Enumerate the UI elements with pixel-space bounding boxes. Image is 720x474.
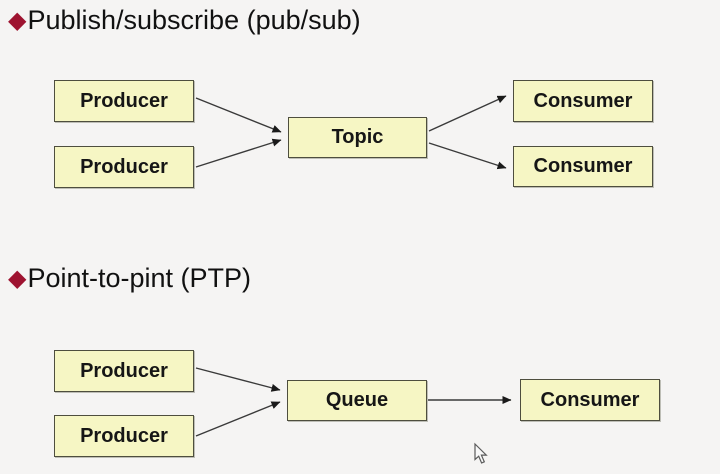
node-queue: Queue bbox=[287, 380, 427, 421]
arrow-producer2-to-topic bbox=[195, 138, 282, 168]
mouse-cursor-icon bbox=[474, 442, 488, 464]
diamond-bullet-icon: ◆ bbox=[8, 6, 27, 34]
arrow-producer4-to-queue bbox=[195, 401, 281, 437]
node-topic: Topic bbox=[288, 117, 427, 158]
node-consumer-3: Consumer bbox=[520, 379, 660, 421]
section-title-text: Publish/subscribe (pub/sub) bbox=[27, 5, 361, 35]
arrow-producer1-to-topic bbox=[195, 97, 282, 133]
diamond-bullet-icon: ◆ bbox=[8, 264, 27, 292]
node-consumer-2: Consumer bbox=[513, 146, 653, 187]
node-producer-2: Producer bbox=[54, 146, 194, 188]
node-producer-4: Producer bbox=[54, 415, 194, 457]
section-title-pubsub: ◆ Publish/subscribe (pub/sub) bbox=[8, 5, 361, 36]
arrow-producer3-to-queue bbox=[195, 367, 281, 392]
node-producer-1: Producer bbox=[54, 80, 194, 122]
section-title-ptp: ◆ Point-to-pint (PTP) bbox=[8, 263, 252, 294]
arrow-topic-to-consumer2 bbox=[428, 142, 507, 170]
section-title-text: Point-to-pint (PTP) bbox=[27, 263, 252, 293]
node-producer-3: Producer bbox=[54, 350, 194, 392]
arrow-topic-to-consumer1 bbox=[428, 95, 507, 132]
node-consumer-1: Consumer bbox=[513, 80, 653, 122]
